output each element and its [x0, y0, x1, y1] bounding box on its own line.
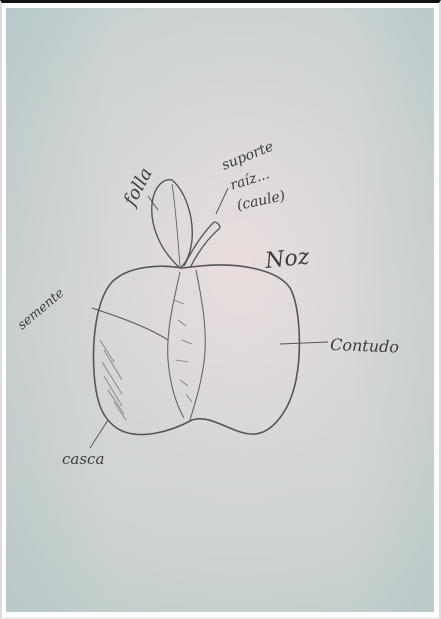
label-seed: semente — [15, 286, 68, 333]
apple-outline — [94, 265, 300, 435]
core-texture — [174, 300, 192, 402]
apple-core — [168, 270, 206, 420]
label-peel: casca — [62, 450, 104, 468]
label-title: Noz — [263, 244, 311, 274]
seed-leader-line — [92, 308, 168, 340]
leaf-drawing — [152, 180, 193, 268]
flesh-leader-line — [280, 342, 328, 344]
label-stem-line1: suporte — [220, 139, 276, 174]
label-stem-line2: raíz... — [228, 166, 271, 194]
label-leaf: folla — [119, 164, 157, 211]
leaf-vein — [172, 184, 180, 266]
peel-leader-line — [90, 420, 108, 448]
label-flesh: Contudo — [330, 335, 399, 356]
stem-leader-line — [216, 188, 228, 214]
stem-drawing — [184, 222, 220, 268]
label-stem-line3: (caule) — [236, 188, 287, 214]
peel-shading — [100, 340, 126, 420]
